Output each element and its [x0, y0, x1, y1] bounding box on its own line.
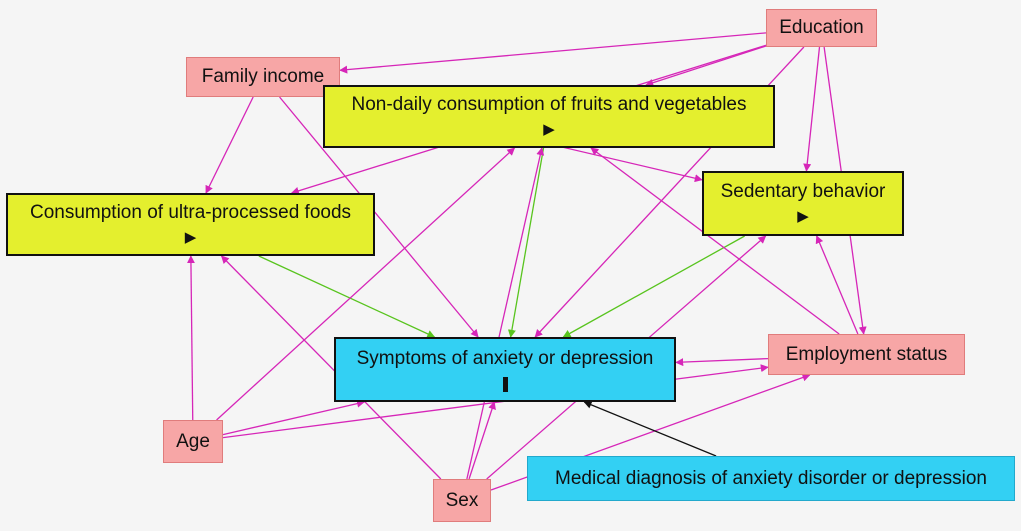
- edge-age-to-upf: [186, 255, 195, 421]
- node-label: Sex: [445, 489, 479, 511]
- node-fruits-vegetables[interactable]: Non-daily consumption of fruits and vege…: [323, 85, 775, 148]
- node-education[interactable]: Education: [766, 9, 877, 47]
- edge-sex-to-fruits_veg: [466, 147, 545, 480]
- edge-age-to-outcome: [222, 399, 365, 436]
- edge-upf-to-outcome: [258, 255, 436, 338]
- edge-sex-to-upf: [220, 255, 442, 480]
- node-employment-status[interactable]: Employment status: [768, 334, 965, 375]
- node-label: Non-daily consumption of fruits and vege…: [351, 94, 747, 116]
- edge-sedentary-to-outcome: [562, 235, 745, 338]
- edge-sex-to-outcome: [468, 401, 496, 480]
- edge-fruits_veg-to-outcome: [507, 147, 545, 338]
- edge-employment-to-sedentary: [815, 235, 859, 335]
- edge-education-to-sedentary: [803, 46, 821, 172]
- edge-family_income-to-upf: [205, 96, 254, 194]
- node-family-income[interactable]: Family income: [186, 57, 340, 97]
- node-label: Education: [779, 17, 864, 39]
- node-sex[interactable]: Sex: [433, 479, 491, 522]
- node-outcome-symptoms[interactable]: Symptoms of anxiety or depression: [334, 337, 676, 402]
- exposure-marker: ▶: [797, 208, 809, 225]
- node-label: Age: [176, 430, 210, 452]
- node-sedentary-behavior[interactable]: Sedentary behavior ▶: [702, 171, 904, 236]
- node-label: Medical diagnosis of anxiety disorder or…: [555, 467, 987, 489]
- node-label: Symptoms of anxiety or depression: [356, 348, 654, 370]
- edge-family_income-to-outcome: [279, 96, 479, 338]
- node-ultra-processed-foods[interactable]: Consumption of ultra-processed foods ▶: [6, 193, 375, 256]
- exposure-marker: ▶: [543, 121, 555, 138]
- node-label: Family income: [201, 66, 325, 88]
- exposure-marker: ▶: [184, 229, 197, 246]
- edge-employment-to-fruits_veg: [590, 147, 840, 335]
- node-label: Employment status: [785, 343, 948, 365]
- outcome-marker: [502, 376, 508, 392]
- node-medical-diagnosis[interactable]: Medical diagnosis of anxiety disorder or…: [527, 456, 1015, 501]
- node-age[interactable]: Age: [163, 420, 223, 463]
- edge-education-to-family_income: [339, 32, 767, 74]
- edge-diagnosis-to-outcome: [583, 401, 717, 457]
- edge-education-to-fruits_veg: [645, 45, 767, 87]
- edge-age-to-fruits_veg: [216, 147, 516, 421]
- node-label: Sedentary behavior: [720, 181, 886, 203]
- edge-employment-to-outcome: [675, 357, 769, 367]
- node-label: Consumption of ultra-processed foods: [29, 202, 352, 224]
